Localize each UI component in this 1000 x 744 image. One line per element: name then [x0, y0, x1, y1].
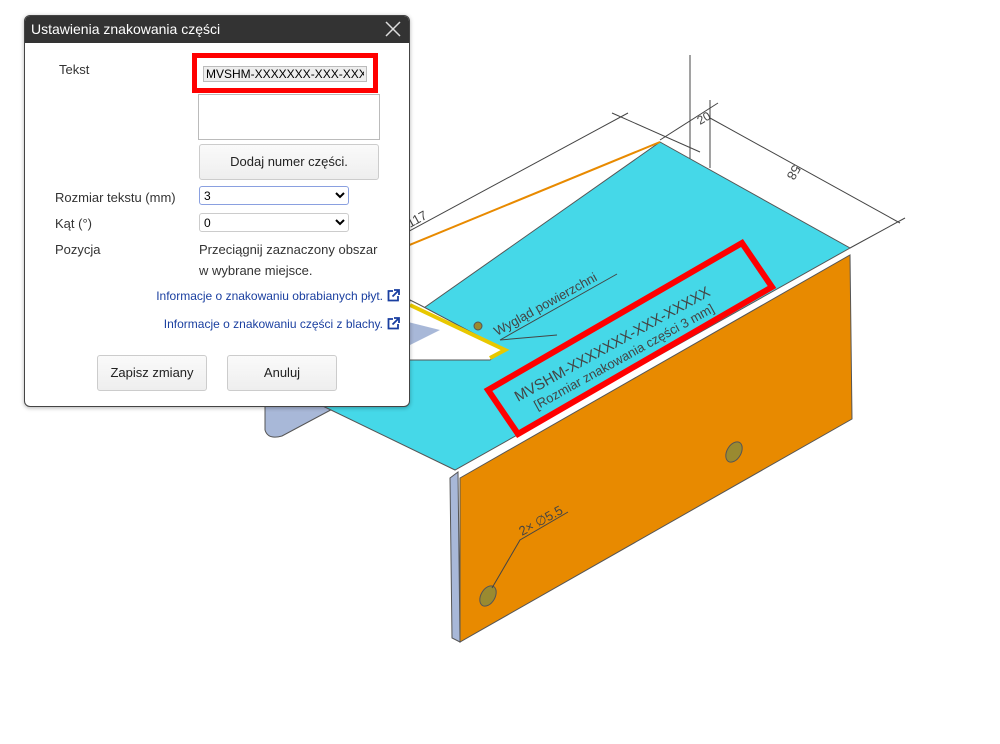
- text-input[interactable]: [203, 66, 367, 82]
- angle-select[interactable]: 0: [199, 213, 349, 232]
- plates-marking-info-link[interactable]: Informacje o znakowaniu obrabianych płyt…: [156, 289, 400, 303]
- hole-2: [725, 441, 743, 463]
- close-icon[interactable]: [383, 19, 403, 39]
- text-size-select[interactable]: 3: [199, 186, 349, 205]
- left-flange: [264, 404, 341, 438]
- cancel-button[interactable]: Anuluj: [227, 355, 337, 391]
- text-highlight: [192, 53, 378, 93]
- angle-label: Kąt (°): [55, 216, 92, 231]
- text-label: Tekst: [59, 62, 90, 77]
- link-text: Informacje o znakowaniu części z blachy.: [163, 317, 383, 331]
- sheet-marking-info-link[interactable]: Informacje o znakowaniu części z blachy.: [164, 317, 400, 331]
- position-hint-1: Przeciągnij zaznaczony obszar: [199, 242, 378, 257]
- position-label: Pozycja: [55, 242, 101, 257]
- text-area[interactable]: [198, 94, 380, 140]
- add-part-number-button[interactable]: Dodaj numer części.: [199, 144, 379, 180]
- bend-edge: [449, 471, 461, 643]
- text-size-label: Rozmiar tekstu (mm): [55, 190, 176, 205]
- marking-settings-dialog: Ustawienia znakowania części Tekst Dodaj…: [24, 15, 410, 407]
- dimension-20: 20: [695, 109, 714, 128]
- dialog-title: Ustawienia znakowania części: [31, 21, 221, 37]
- external-link-icon: [387, 289, 400, 302]
- link-text: Informacje o znakowaniu obrabianych płyt…: [156, 289, 383, 303]
- marking-highlight[interactable]: [483, 239, 777, 438]
- dimension-58: 58: [784, 162, 804, 182]
- dialog-titlebar: Ustawienia znakowania części: [25, 16, 409, 43]
- front-face: [459, 254, 853, 643]
- external-link-icon: [387, 317, 400, 330]
- surface-marker: [473, 321, 483, 331]
- position-hint-2: w wybrane miejsce.: [199, 263, 313, 278]
- save-button[interactable]: Zapisz zmiany: [97, 355, 207, 391]
- hole-1: [479, 585, 497, 607]
